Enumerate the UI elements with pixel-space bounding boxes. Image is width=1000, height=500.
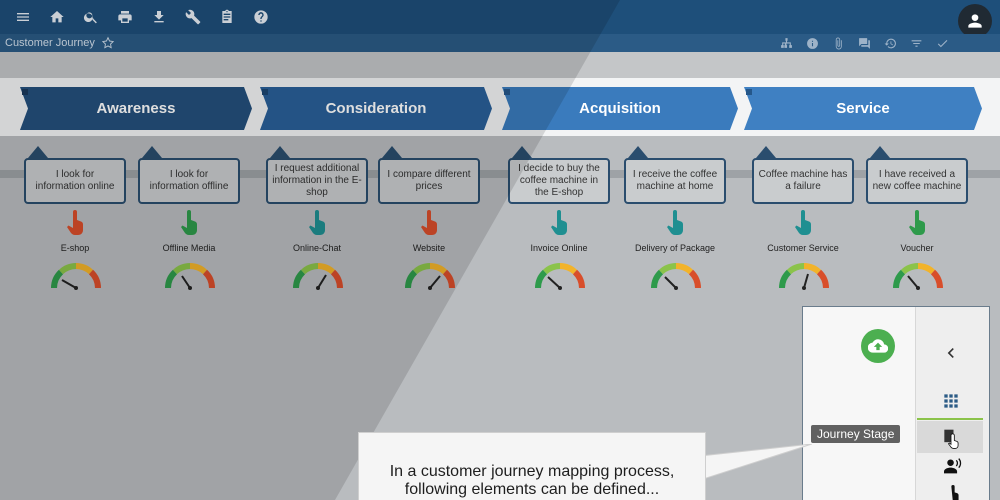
note-tab	[28, 146, 48, 158]
canvas-tools	[778, 35, 950, 51]
satisfaction-gauge-icon	[405, 263, 455, 290]
touchpoint-label: Voucher	[900, 243, 934, 253]
touchpoint[interactable]: I decide to buy the coffee machine in th…	[508, 146, 618, 296]
caption-pointer	[700, 444, 812, 481]
wrench-icon[interactable]	[176, 0, 210, 34]
chevron-left-icon[interactable]	[941, 343, 961, 363]
touchpoint-icon[interactable]	[945, 485, 961, 500]
touchpoint[interactable]: Coffee machine has a failure Customer Se…	[752, 146, 862, 296]
note-tab	[270, 146, 290, 158]
satisfaction-gauge-icon	[293, 263, 343, 290]
canvas-header-band	[0, 52, 1000, 78]
tutorial-caption: In a customer journey mapping process, f…	[358, 432, 706, 500]
touchpoint[interactable]: I look for information online E-shop	[24, 146, 134, 296]
favorite-star-icon[interactable]	[101, 36, 115, 50]
touchpoint[interactable]: I have received a new coffee machine Vou…	[866, 146, 976, 296]
touchpoint[interactable]: I receive the coffee machine at home Del…	[624, 146, 734, 296]
touch-hand-icon	[666, 210, 684, 236]
touchpoint-label: Website	[412, 243, 446, 253]
help-icon[interactable]	[244, 0, 278, 34]
touch-hand-icon	[180, 210, 198, 236]
journey-stage-icon[interactable]	[941, 427, 961, 449]
stage-awareness[interactable]: Awareness	[20, 87, 252, 130]
home-icon[interactable]	[40, 0, 74, 34]
note-tab	[382, 146, 402, 158]
touchpoint-label: Online-Chat	[292, 243, 342, 253]
account-icon[interactable]	[958, 4, 992, 38]
emotion-note[interactable]: I decide to buy the coffee machine in th…	[508, 158, 610, 204]
stage-label: Acquisition	[579, 100, 661, 117]
persona-voice-icon[interactable]	[943, 457, 963, 475]
satisfaction-gauge-icon	[165, 263, 215, 290]
touch-hand-icon	[794, 210, 812, 236]
stage-label: Awareness	[96, 100, 176, 117]
note-tab	[512, 146, 532, 158]
touch-hand-icon	[420, 210, 438, 236]
note-tab	[628, 146, 648, 158]
active-tab-indicator	[917, 418, 983, 420]
info-icon[interactable]	[804, 35, 820, 51]
page-title: Customer Journey	[5, 37, 95, 49]
stage-consideration[interactable]: Consideration	[260, 87, 492, 130]
check-icon[interactable]	[934, 35, 950, 51]
touchpoint-label: E-shop	[60, 243, 90, 253]
cloud-upload-icon[interactable]	[861, 329, 895, 363]
emotion-note[interactable]: Coffee machine has a failure	[752, 158, 854, 204]
menu-icon[interactable]	[6, 0, 40, 34]
satisfaction-gauge-icon	[51, 263, 101, 290]
emotion-note[interactable]: I look for information offline	[138, 158, 240, 204]
top-toolbar	[0, 0, 1000, 38]
stage-label: Consideration	[325, 100, 427, 117]
search-icon[interactable]	[74, 0, 108, 34]
element-palette-panel: Journey Stage	[802, 306, 990, 500]
touchpoint-label: Offline Media	[162, 243, 216, 253]
emotion-note[interactable]: I look for information online	[24, 158, 126, 204]
touch-hand-icon	[908, 210, 926, 236]
grid-icon[interactable]	[941, 391, 961, 411]
print-icon[interactable]	[108, 0, 142, 34]
touchpoint-label: Delivery of Package	[634, 243, 716, 253]
stage-acquisition[interactable]: Acquisition	[502, 87, 738, 130]
touch-hand-icon	[550, 210, 568, 236]
comment-icon[interactable]	[856, 35, 872, 51]
touchpoint-label: Invoice Online	[530, 243, 588, 253]
stage-label: Service	[836, 100, 890, 117]
note-tab	[870, 146, 890, 158]
note-tab	[756, 146, 776, 158]
touchpoint[interactable]: I look for information offline Offline M…	[138, 146, 248, 296]
emotion-note[interactable]: I receive the coffee machine at home	[624, 158, 726, 204]
breadcrumb-bar: Customer Journey	[0, 34, 1000, 52]
stage-service[interactable]: Service	[744, 87, 982, 130]
touchpoint-label: Customer Service	[767, 243, 839, 253]
attachment-icon[interactable]	[830, 35, 846, 51]
journey-timeline	[0, 170, 1000, 178]
caption-line: In a customer journey mapping process,	[389, 463, 675, 480]
emotion-note[interactable]: I request additional information in the …	[266, 158, 368, 204]
touchpoint[interactable]: I request additional information in the …	[266, 146, 376, 296]
tooltip: Journey Stage	[811, 425, 901, 443]
touch-hand-icon	[66, 210, 84, 236]
emotion-note[interactable]: I have received a new coffee machine	[866, 158, 968, 204]
filter-icon[interactable]	[908, 35, 924, 51]
touchpoint[interactable]: I compare different prices Website	[378, 146, 488, 296]
hierarchy-icon[interactable]	[778, 35, 794, 51]
download-icon[interactable]	[142, 0, 176, 34]
satisfaction-gauge-icon	[535, 263, 585, 290]
note-tab	[142, 146, 162, 158]
satisfaction-gauge-icon	[651, 263, 701, 290]
caption-line: following elements can be defined...	[404, 481, 660, 498]
history-icon[interactable]	[882, 35, 898, 51]
touch-hand-icon	[308, 210, 326, 236]
clipboard-icon[interactable]	[210, 0, 244, 34]
emotion-note[interactable]: I compare different prices	[378, 158, 480, 204]
satisfaction-gauge-icon	[779, 263, 829, 290]
satisfaction-gauge-icon	[893, 263, 943, 290]
